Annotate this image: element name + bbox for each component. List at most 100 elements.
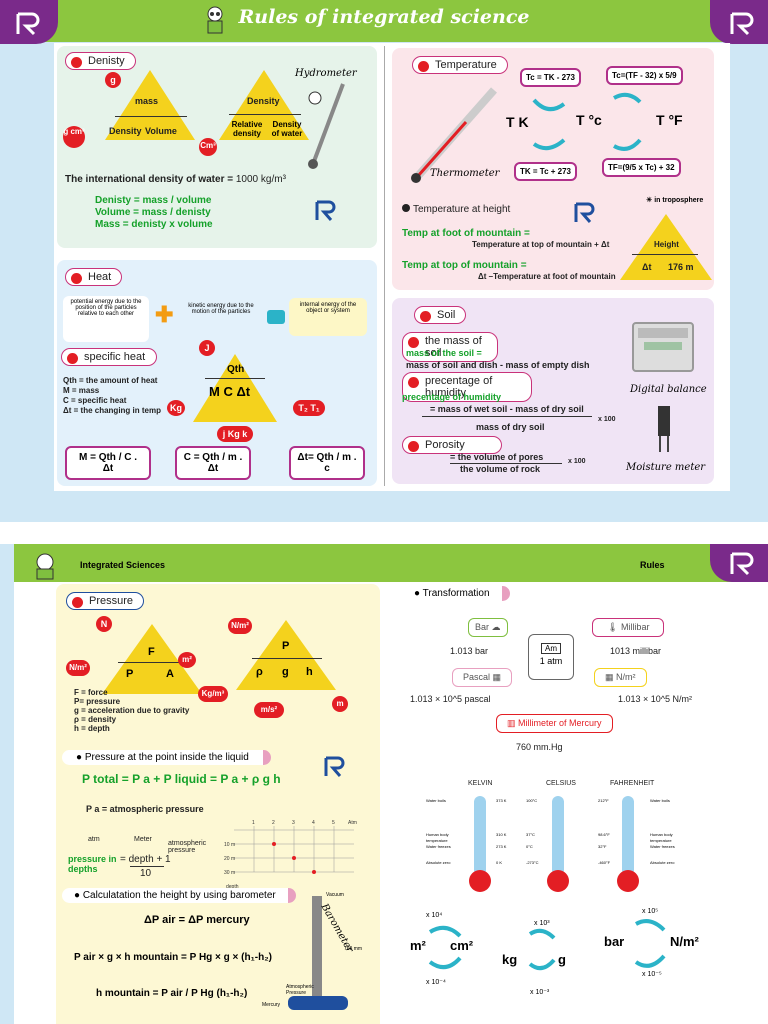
- tri2-h-label: h: [306, 666, 313, 678]
- soil-pill: Soil: [414, 306, 467, 324]
- bar-down-factor: x 10⁻⁵: [642, 971, 662, 978]
- temperature-panel: Temperature Tc = TK - 273 Tc=(TF - 32) x…: [392, 48, 714, 290]
- potential-energy-card: potential energy due to the position of …: [63, 296, 149, 342]
- humidity-pill: precentage of humidity: [402, 372, 532, 402]
- intl-density-text: The international density of water = 100…: [65, 174, 286, 185]
- density-formula-1: Denisty = mass / volume: [95, 195, 212, 206]
- pressure-def-2: P= pressure: [74, 697, 121, 706]
- temp-foot-expr: Temperature at top of mountain + Δt: [472, 240, 610, 249]
- pressure-pill: Pressure: [66, 592, 145, 610]
- temp-top-expr: Δt –Temperature at foot of mountain: [478, 272, 616, 281]
- brand-tab-bottom: [710, 544, 768, 582]
- unit-m-badge: m: [332, 696, 348, 712]
- heat-def-1: Qth = the amount of heat: [63, 376, 158, 385]
- humidity-x100: x 100: [598, 416, 616, 423]
- fahrenheit-thermometer-icon: [622, 796, 634, 876]
- cm2-unit: cm²: [450, 938, 474, 953]
- unit-ms2-badge: m/s²: [254, 702, 284, 718]
- title-bar: [14, 0, 768, 42]
- unit-jkgk-badge: j Kg k: [217, 426, 253, 442]
- fahrenheit-label: T °F: [656, 112, 683, 128]
- atm-label: atm: [88, 836, 100, 843]
- density-formula-2: Volume = mass / denisty: [95, 207, 211, 218]
- tri2-density-label: Density: [247, 96, 280, 106]
- unit-conversion-arrows-icon: [428, 919, 666, 971]
- nm2-value: 1.013 × 10^5 N/m²: [618, 694, 693, 704]
- g-unit: g: [558, 952, 566, 967]
- tri-mass-label: mass: [135, 96, 159, 106]
- mmhg-tag: ▥ Millimeter of Mercury: [496, 714, 613, 733]
- mmhg-value: 760 mm.Hg: [516, 742, 563, 752]
- digital-balance-icon: [632, 322, 694, 372]
- svg-text:2: 2: [272, 820, 275, 826]
- heat-pill: Heat: [65, 268, 123, 286]
- brand-logo-icon: [730, 12, 754, 36]
- brand-logo-icon: [16, 12, 40, 36]
- pressure-definitions: F = force P= pressure g = acceleration d…: [74, 688, 189, 733]
- liquid-pressure-triangle: [236, 620, 336, 690]
- porosity-pill: Porosity: [402, 436, 502, 454]
- tri-height-label: Height: [654, 240, 679, 249]
- unit-n-badge: N: [96, 616, 112, 632]
- moisture-meter-icon: [658, 406, 670, 452]
- svg-text:1: 1: [252, 820, 255, 826]
- pressure-panel: Pressure F P A N N/m² m² P ρ g h N/m² Kg…: [56, 584, 380, 1024]
- tri-f-label: F: [148, 646, 155, 658]
- tri-dt-label: Δt: [642, 262, 652, 272]
- atm-center-box: Am 1 atm: [528, 634, 574, 680]
- density-formula-3: Mass = denisty x volume: [95, 219, 213, 230]
- equals-icon: [267, 310, 285, 324]
- celsius-scale-title: CELSIUS: [546, 780, 576, 787]
- pressure-in-depths: pressure in depths: [68, 854, 117, 874]
- nm2-unit: N/m²: [670, 934, 699, 949]
- unit-t-badge: T₂ T₁: [293, 400, 325, 416]
- formula-tc: Tc = TK - 273: [520, 68, 581, 87]
- tri-density-label: Density: [109, 126, 142, 136]
- svg-text:20 m: 20 m: [224, 856, 235, 862]
- brand-tab-left: [0, 0, 58, 44]
- unit-kgm3-badge: Kg/m³: [198, 686, 228, 702]
- brand-logo-icon: [324, 756, 345, 777]
- thermometer-icon: [411, 87, 497, 183]
- tri2-bottom: Relative density Density of water: [229, 120, 309, 138]
- unit-j-badge: J: [199, 340, 215, 356]
- svg-text:3: 3: [292, 820, 295, 826]
- thermometer-label: Thermometer: [430, 168, 500, 179]
- porosity-numerator: = the volume of pores: [450, 452, 544, 462]
- bottom-header-rules: Rules: [640, 560, 665, 570]
- kelvin-label: T K: [506, 114, 529, 130]
- density-pill: Denisty: [65, 52, 136, 70]
- celsius-thermometer-icon: [552, 796, 564, 876]
- bar-unit: bar: [604, 934, 625, 949]
- m2-up-factor: x 10⁴: [426, 912, 443, 919]
- tri2-rho-label: ρ: [256, 666, 263, 678]
- svg-text:Atm: Atm: [348, 820, 357, 826]
- barometer-heading: ● Calculatation the height by using baro…: [62, 888, 296, 903]
- tri-a-label: A: [166, 668, 174, 680]
- celsius-bulb-icon: [547, 870, 569, 892]
- relative-density-triangle: [219, 70, 309, 140]
- barometer-tube-icon: [312, 896, 322, 1006]
- heat-def-3: C = specific heat: [63, 396, 127, 405]
- formula-specific-heat: C = Qth / m . Δt: [175, 446, 251, 480]
- page-title: Rules of integrated science: [238, 6, 530, 28]
- meter-label: Meter: [134, 836, 152, 843]
- bottom-header-title: Integrated Sciences: [80, 560, 166, 570]
- temp-height-heading: Temperature at height: [402, 204, 510, 215]
- liquid-pressure-heading: ● Pressure at the point inside the liqui…: [62, 750, 271, 765]
- svg-text:4: 4: [312, 820, 315, 826]
- specific-heat-pill: specific heat: [61, 348, 157, 366]
- kelvin-scale-title: KELVIN: [468, 780, 493, 787]
- unit-gcm-badge: g cm³: [63, 126, 85, 148]
- heat-def-4: Δt = the changing in temp: [63, 406, 161, 415]
- formula-tf: TF=(9/5 x Tc) + 32: [602, 158, 681, 177]
- pressure-def-4: ρ = density: [74, 715, 117, 724]
- tri2-relative-label: Relative density: [231, 120, 263, 138]
- pa-definition: P a = atmospheric pressure: [86, 804, 204, 814]
- porosity-x100: x 100: [568, 458, 586, 465]
- tri-qth-label: Qth: [227, 364, 245, 375]
- unit-cm-badge: Cm³: [199, 138, 217, 156]
- vacuum-label: Vacuum: [326, 892, 344, 898]
